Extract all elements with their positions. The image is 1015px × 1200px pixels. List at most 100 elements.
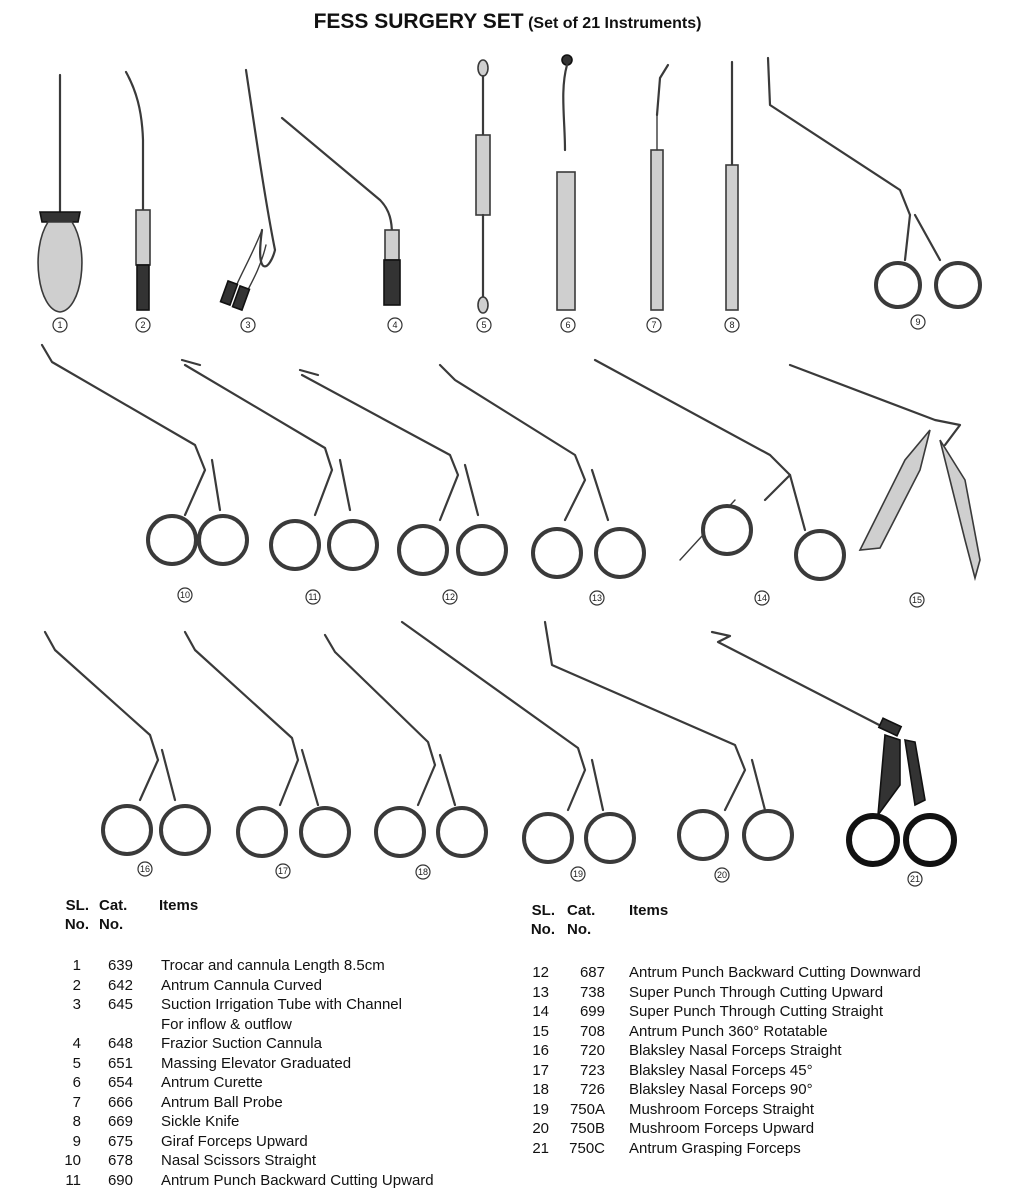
cell-cat: 666: [107, 1093, 133, 1111]
instrument-16-blaksley-straight: [43, 630, 211, 856]
cell-cat: 639: [107, 957, 133, 974]
cell-sl: 15: [532, 1022, 549, 1040]
col-cat-header-line2: No.: [99, 916, 124, 933]
table-header: SL. No. Cat. No. Items: [55, 896, 485, 936]
cell-sl: 13: [532, 983, 549, 1001]
cell-item: Antrum Punch Backward Cutting Downward: [629, 964, 921, 981]
cell-item: Super Punch Through Cutting Straight: [629, 1003, 884, 1020]
instrument-19-mushroom-straight: [400, 620, 636, 864]
col-sl-header-line1: SL.: [531, 902, 555, 919]
instrument-2-cannula: [124, 70, 151, 311]
col-cat-header-line1: Cat.: [567, 902, 596, 919]
cell-cat: 723: [579, 1061, 605, 1079]
instrument-number-18: 18: [415, 864, 431, 880]
cell-cat: 645: [107, 996, 133, 1013]
cell-cat: 651: [107, 1054, 133, 1072]
col-cat-header-line1: Cat.: [99, 897, 128, 914]
instrument-9-giraf-forceps: [766, 56, 982, 309]
cell-cat: 720: [579, 1042, 605, 1059]
cell-cat: 642: [107, 976, 133, 994]
col-items-header: Items: [159, 897, 199, 914]
instrument-number-20: 20: [714, 867, 730, 883]
instrument-number-17: 17: [275, 863, 291, 879]
cell-cat: 687: [579, 964, 605, 981]
instrument-number-text: 5: [481, 320, 486, 330]
cell-item: Super Punch Through Cutting Upward: [629, 983, 884, 1001]
instrument-number-text: 1: [57, 320, 62, 330]
instrument-number-10: 10: [177, 587, 193, 603]
cell-sl: 2: [72, 976, 81, 994]
cell-item: Blaksley Nasal Forceps 90°: [629, 1081, 813, 1098]
cell-cat: 750A: [569, 1100, 605, 1118]
instrument-18-blaksley-90: [323, 633, 488, 858]
cell-sl: 10: [64, 1152, 81, 1169]
instrument-8-sickle-knife: [725, 60, 739, 311]
cell-sl: 19: [532, 1100, 549, 1118]
cell-sl: 16: [532, 1042, 549, 1059]
cell-cat: 699: [579, 1003, 605, 1020]
cell-sl: 5: [72, 1054, 81, 1072]
instrument-number-4: 4: [387, 317, 403, 333]
instrument-17-blaksley-45: [183, 630, 351, 858]
cell-item: Massing Elevator Graduated: [161, 1054, 352, 1072]
cell-cat: 678: [107, 1152, 133, 1169]
instrument-number-text: 16: [140, 864, 150, 874]
cell-sl: 3: [72, 996, 81, 1013]
title-main: FESS SURGERY SET: [313, 10, 524, 33]
cell-cat: 669: [107, 1113, 133, 1130]
instrument-number-13: 13: [589, 590, 605, 606]
cell-sl: 17: [532, 1061, 549, 1079]
instrument-21-grasping-forceps: [710, 630, 957, 867]
cell-item: Giraf Forceps Upward: [161, 1132, 308, 1150]
instrument-number-19: 19: [570, 866, 586, 882]
cell-sl: 6: [72, 1074, 81, 1091]
cell-sl: 20: [532, 1120, 549, 1137]
instrument-number-7: 7: [646, 317, 662, 333]
instrument-number-15: 15: [909, 592, 925, 608]
instrument-number-text: 3: [245, 320, 250, 330]
table-row: 14 699 Super Punch Through Cutting Straigh…: [525, 1002, 995, 1022]
col-sl-header-line2: No.: [64, 916, 89, 933]
instrument-number-text: 17: [278, 866, 288, 876]
cell-cat: 708: [579, 1022, 605, 1040]
instrument-number-text: 20: [717, 870, 727, 880]
cell-cat: 648: [107, 1035, 133, 1052]
title-sub: (Set of 21 Instruments): [528, 15, 702, 32]
table-row: 16 720 Blaksley Nasal Forceps Straight: [525, 1041, 995, 1061]
instrument-number-12: 12: [442, 589, 458, 605]
cell-item: Suction Irrigation Tube with Channel: [161, 996, 402, 1013]
instrument-15-rotatable-punch: [788, 363, 981, 582]
instrument-20-mushroom-upward: [543, 620, 794, 861]
instrument-number-text: 14: [757, 593, 767, 603]
instrument-number-2: 2: [135, 317, 151, 333]
cell-item: For inflow & outflow: [161, 1015, 292, 1033]
table-header: SL. No. Cat. No. Items: [525, 901, 995, 941]
instrument-number-14: 14: [754, 590, 770, 606]
cell-sl: 11: [65, 1171, 81, 1189]
col-cat-header: Cat. No.: [99, 896, 139, 934]
instrument-number-11: 11: [305, 589, 321, 605]
cell-sl: 14: [532, 1003, 549, 1020]
cell-cat: 654: [107, 1074, 133, 1091]
instrument-number-5: 5: [476, 317, 492, 333]
col-sl-header: SL. No.: [55, 896, 89, 934]
instrument-number-21: 21: [907, 871, 923, 887]
cell-item: Sickle Knife: [161, 1113, 240, 1130]
cell-item: Blaksley Nasal Forceps Straight: [629, 1042, 842, 1059]
cell-item: Antrum Grasping Forceps: [629, 1139, 801, 1157]
instrument-number-text: 6: [565, 320, 570, 330]
instrument-number-text: 19: [573, 869, 583, 879]
instrument-6-curette: [556, 54, 576, 311]
instrument-number-text: 18: [418, 867, 428, 877]
